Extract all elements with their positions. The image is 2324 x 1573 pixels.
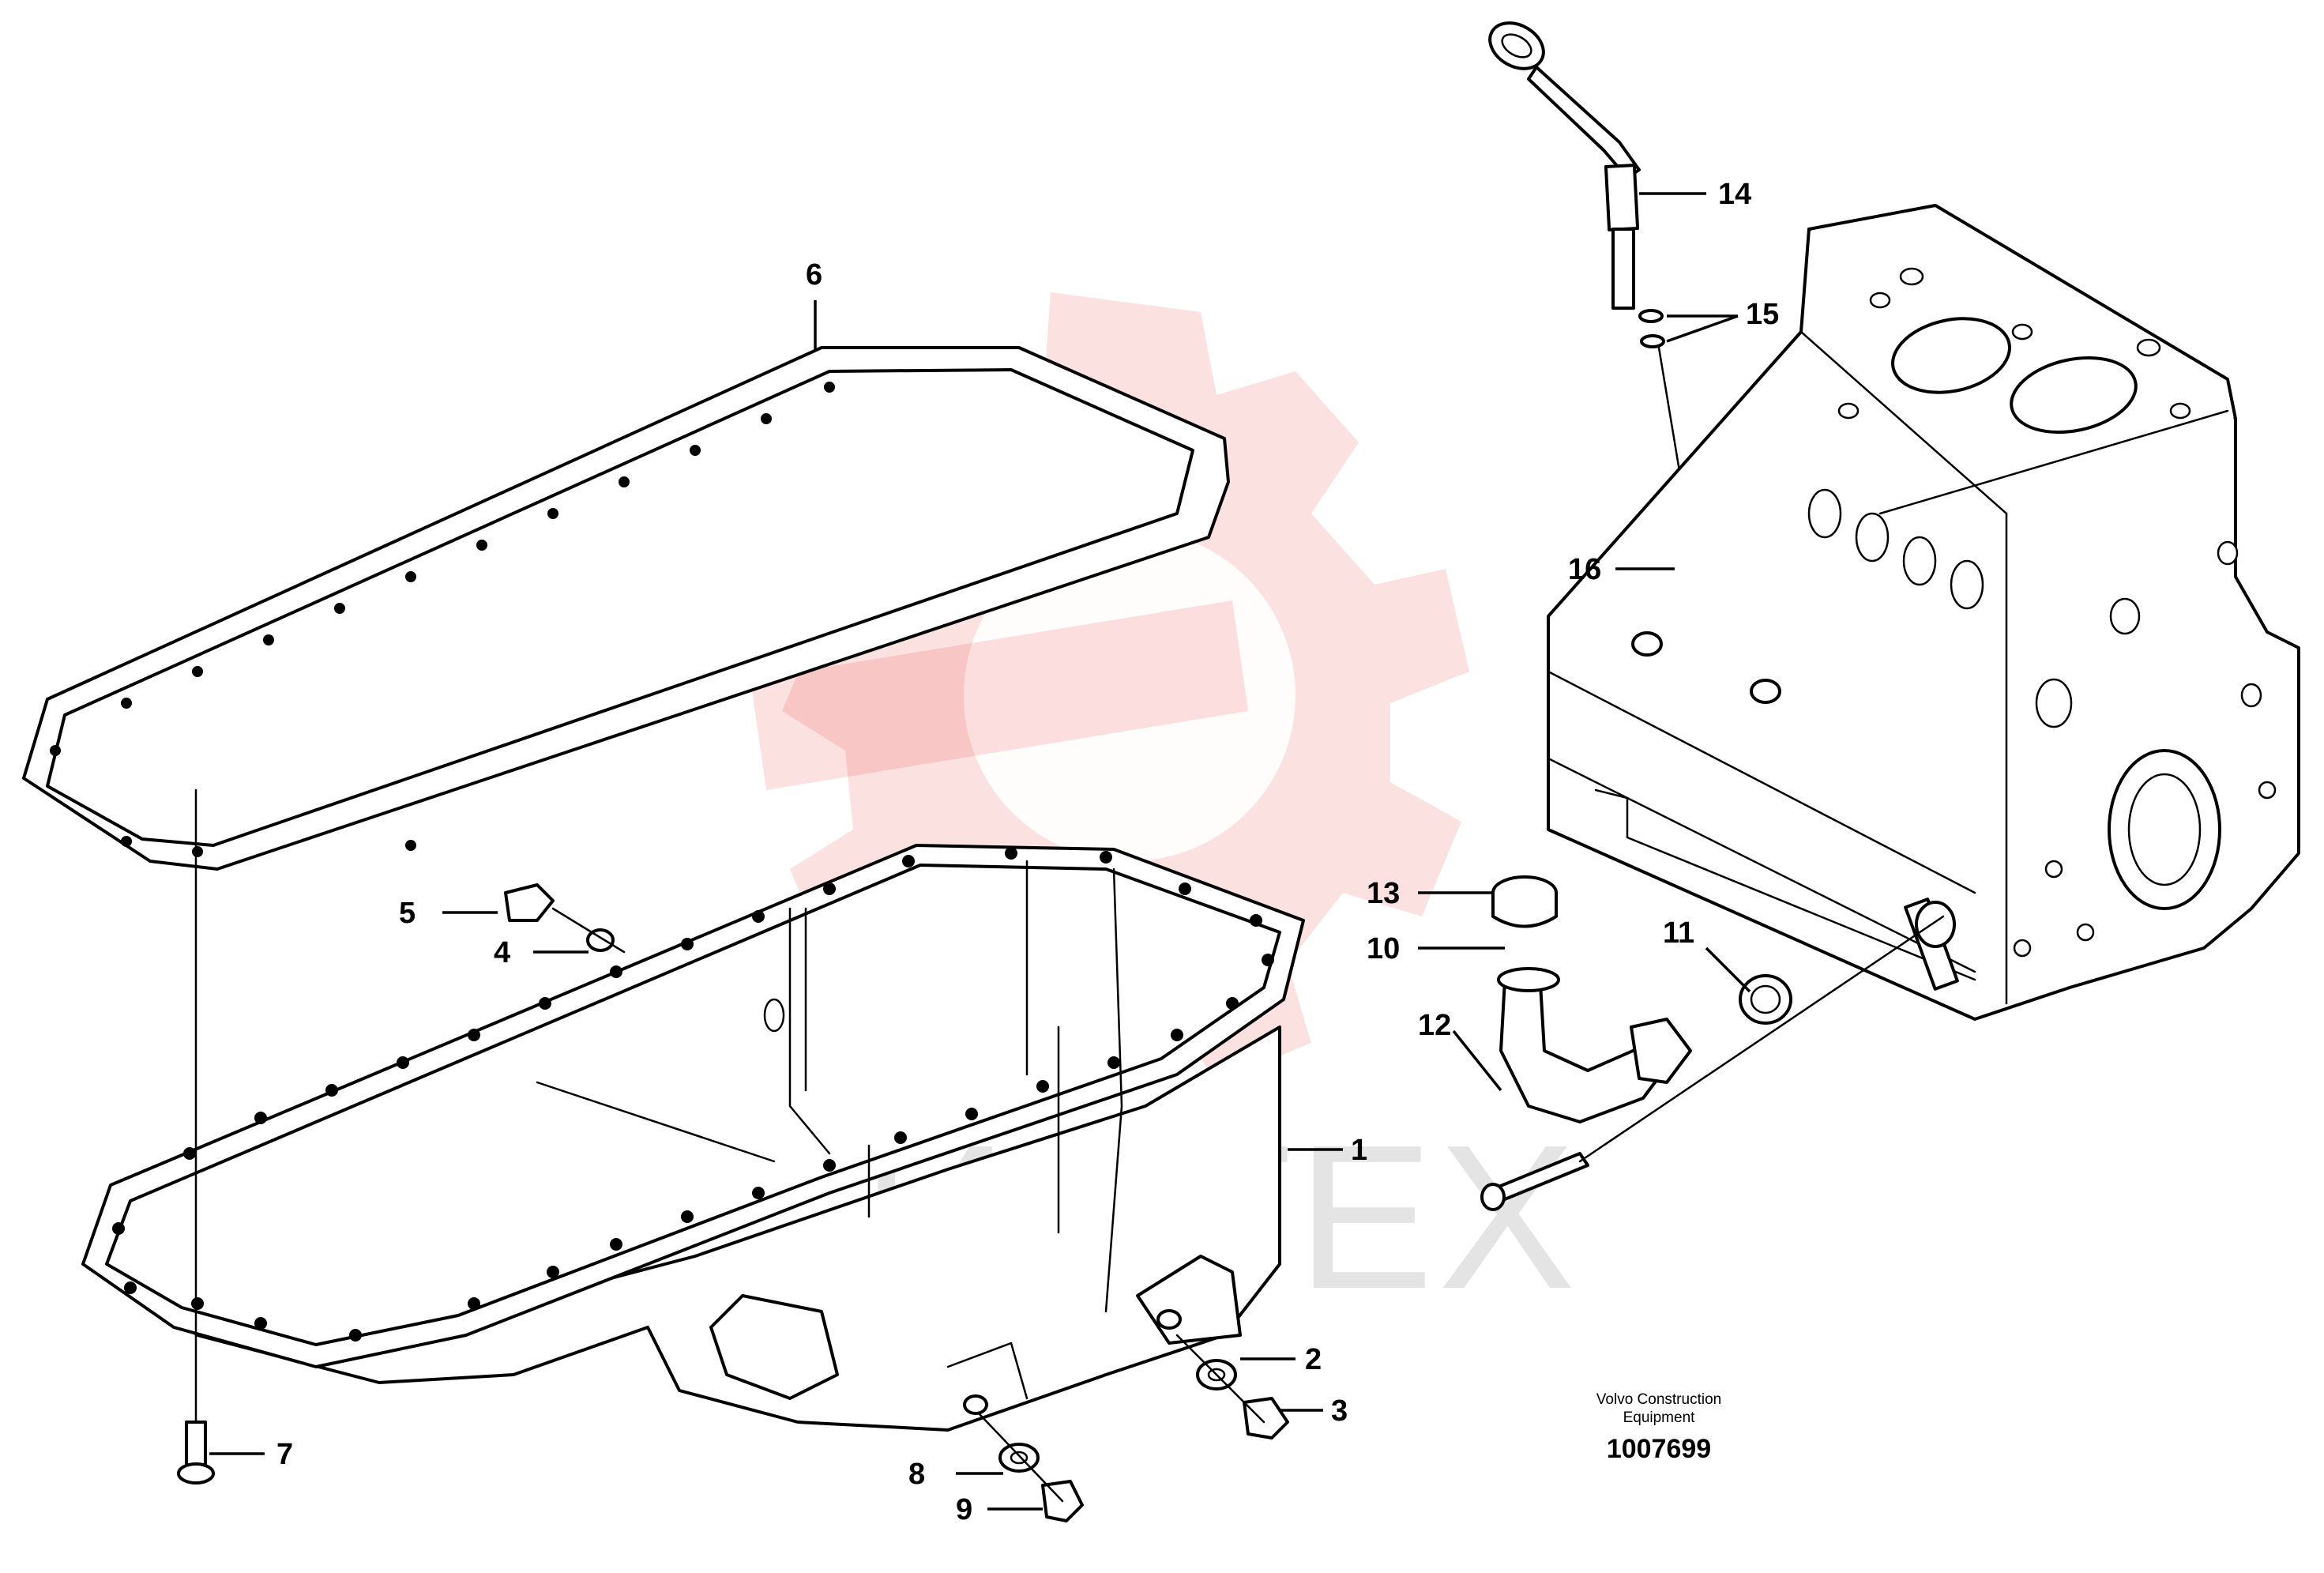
callout-10: 10 [1367,932,1400,965]
pan-bolt [177,788,215,1485]
leader-lines [209,192,1751,1511]
callout-3: 3 [1331,1394,1348,1428]
oil-pan [81,844,1305,1432]
callout-11: 11 [1663,916,1694,950]
publisher-stamp: Volvo Construction Equipment 1007699 [1596,1391,1721,1464]
drain-plug-2-3 [1175,1334,1289,1439]
callout-16: 16 [1568,553,1601,586]
callout-1: 1 [1351,1134,1367,1167]
callout-8: 8 [908,1458,925,1491]
oil-filler-assembly [1480,875,1945,1211]
engine-block [1547,204,2300,1021]
callout-12: 12 [1418,1009,1451,1042]
callout-13: 13 [1367,877,1400,910]
callout-7: 7 [276,1438,293,1471]
callout-14: 14 [1718,178,1751,211]
callout-4: 4 [494,936,510,969]
callout-9: 9 [956,1493,972,1526]
callout-6: 6 [806,258,822,292]
callout-5: 5 [399,897,416,930]
plug-and-seal [504,883,626,954]
callout-2: 2 [1305,1343,1322,1376]
drain-plug-8-9 [978,1413,1084,1522]
oil-pan-gasket [22,346,1230,871]
stamp-number: 1007699 [1607,1434,1711,1464]
callouts: 6 1 2 3 4 5 7 8 9 10 11 12 13 14 15 16 [276,178,1779,1526]
callout-15: 15 [1746,298,1779,331]
stamp-line-1: Volvo Construction [1596,1391,1721,1408]
stamp-line-2: Equipment [1623,1409,1696,1426]
